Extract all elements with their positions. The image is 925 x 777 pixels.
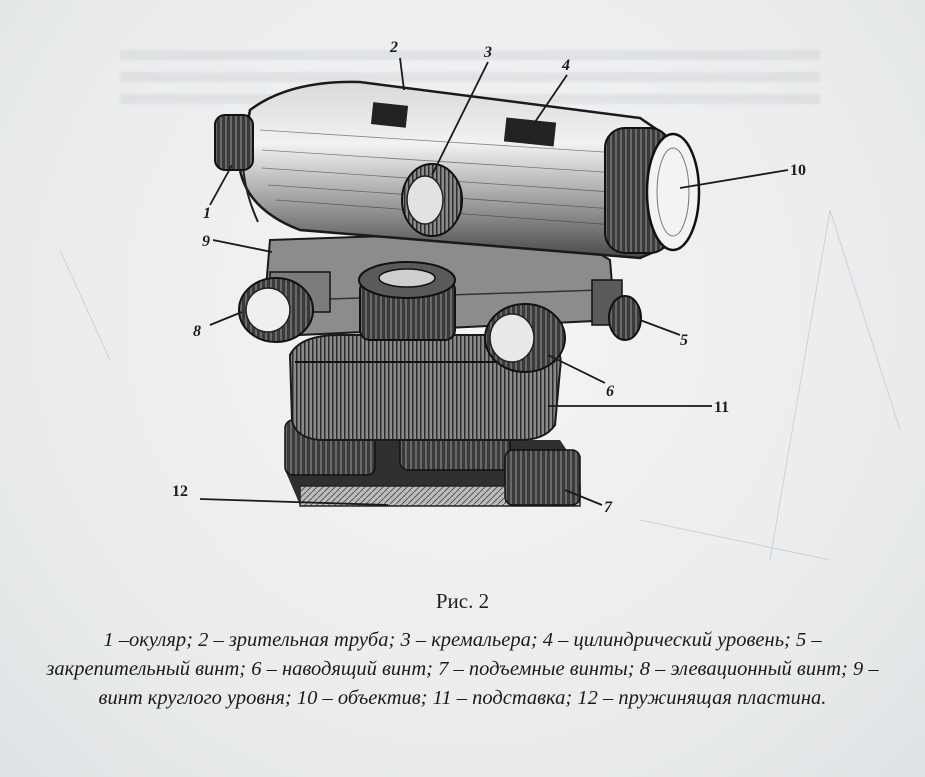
legend-item: 6 – наводящий винт; xyxy=(251,658,433,680)
legend-item: 12 – пружинящая пластина. xyxy=(577,687,827,709)
tangent-screw xyxy=(484,303,566,373)
legend-item: 9 – винт круглого уровня; xyxy=(98,658,879,709)
focusing-knob xyxy=(401,163,463,237)
background-construction-lines xyxy=(59,209,901,561)
legend-item: 10 – объектив; xyxy=(296,687,428,709)
clamp-screw xyxy=(591,279,642,341)
callout-2: 2 xyxy=(389,39,398,56)
legend-item: 3 – кремальера; xyxy=(400,629,538,651)
callout-5: 5 xyxy=(680,332,688,349)
legend-item: 5 – закрепительный винт; xyxy=(46,629,822,680)
legend-item: 4 – цилиндрический уровень; xyxy=(542,629,791,651)
level-window-1 xyxy=(370,102,409,128)
eyepiece xyxy=(214,114,254,171)
circular-level xyxy=(358,261,456,341)
callout-4: 4 xyxy=(561,57,570,74)
figure-legend: 1 –окуляр; 2 – зрительная труба; 3 – кре… xyxy=(30,626,895,713)
callout-6: 6 xyxy=(606,383,614,400)
objective-lens xyxy=(604,127,701,254)
callout-11: 11 xyxy=(714,399,729,416)
legend-item: 8 – элевационный винт; xyxy=(639,658,848,680)
legend-item: 1 –окуляр; xyxy=(103,629,193,651)
callout-3: 3 xyxy=(483,44,492,61)
callout-12: 12 xyxy=(172,483,188,500)
figure-title: Рис. 2 xyxy=(435,589,490,613)
callout-8: 8 xyxy=(193,323,201,340)
callout-1: 1 xyxy=(203,205,211,222)
foot-screw-right xyxy=(504,449,581,506)
level-instrument-diagram: 1 2 3 4 5 6 7 8 9 10 11 12 xyxy=(59,39,901,561)
callout-leader-lines xyxy=(199,57,789,506)
elevation-screw xyxy=(238,271,331,343)
legend-item: 2 – зрительная труба; xyxy=(198,629,396,651)
legend-item: 7 – подъемные винты; xyxy=(438,658,635,680)
callout-10: 10 xyxy=(790,162,806,179)
cylindrical-level-window xyxy=(503,117,557,147)
callout-labels: 1 2 3 4 5 6 7 8 9 10 11 12 xyxy=(172,39,806,516)
callout-9: 9 xyxy=(202,233,210,250)
legend-item: 11 – подставка; xyxy=(432,687,573,709)
callout-7: 7 xyxy=(604,499,613,516)
